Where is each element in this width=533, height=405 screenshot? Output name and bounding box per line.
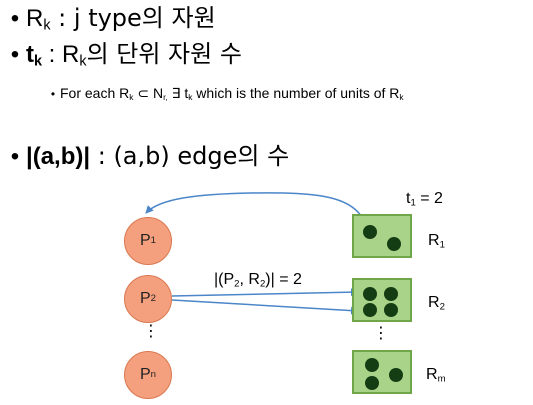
sub-bullet-definition: •For each Rk ⊂ Nr, ∃ tk which is the num… <box>46 84 404 103</box>
r-sub: k <box>129 92 134 103</box>
r-sub: k <box>79 53 87 70</box>
resource-unit <box>389 368 403 382</box>
resource-ellipsis: ⋮ <box>373 325 389 342</box>
resource-label-rm: Rm <box>426 366 446 384</box>
t-base: t <box>406 190 411 207</box>
process-base: P <box>139 232 151 249</box>
bullet-resource-type: •Rk : j type의 자원 <box>4 4 216 33</box>
sub-text-pre: For each R <box>60 85 130 101</box>
resource-sub: 1 <box>439 239 445 251</box>
process-base: P <box>139 290 151 307</box>
resource-unit <box>363 225 377 239</box>
resource-label-r2: R2 <box>428 294 445 312</box>
resource-unit <box>365 358 379 372</box>
resource-unit <box>384 287 398 301</box>
edge-label-pre: |(P <box>214 271 235 288</box>
bullet-mark: • <box>10 5 20 32</box>
bullet-unit-count: •tk : Rk의 단위 자원 수 <box>4 40 242 69</box>
bullet-text: : (a,b) edge의 수 <box>90 142 290 170</box>
exists-t: ∃ t <box>167 85 189 101</box>
resource-sub: m <box>437 373 446 385</box>
edge-label-rest: )| = 2 <box>265 271 302 288</box>
process-base: P <box>139 366 151 383</box>
resource-base: R <box>428 232 440 249</box>
edge-label-sub1: 2 <box>234 278 240 290</box>
resource-unit <box>387 237 401 251</box>
resource-unit <box>384 303 398 317</box>
resource-unit <box>363 287 377 301</box>
resource-label-r1: R1 <box>428 232 445 250</box>
edge-count-label: |(P2, R2)| = 2 <box>214 271 302 289</box>
r-symbol: R <box>26 5 44 32</box>
t-symbol: t <box>26 41 34 68</box>
t-value: = 2 <box>415 190 443 207</box>
bullet-mark: • <box>10 143 20 170</box>
resource-node-rm <box>352 350 412 394</box>
process-ellipsis: ⋮ <box>143 323 159 340</box>
subset-n: ⊂ N <box>133 85 164 101</box>
bullet-mark: • <box>10 41 20 68</box>
resource-node-r2 <box>352 278 412 322</box>
edge-abs: |(a,b)| <box>26 143 91 170</box>
resource-base: R <box>428 294 440 311</box>
sub-text-rest: which is the number of units of R <box>192 85 400 101</box>
request-edge-p2-r2-b <box>171 299 359 315</box>
resource-unit <box>365 376 379 390</box>
assignment-edge-r1-p1 <box>145 192 369 233</box>
colon-r: : R <box>42 41 80 68</box>
t1-label: t1 = 2 <box>406 190 443 208</box>
edge-label-sub2: 2 <box>259 278 266 290</box>
n-sub: r, <box>163 92 168 103</box>
t-sub: k <box>188 92 193 103</box>
bullet-text: : j type의 자원 <box>50 4 216 32</box>
resource-base: R <box>426 366 438 383</box>
request-edge-p2-r2-a <box>171 288 359 297</box>
r-sub: k <box>399 92 404 103</box>
t-sub: 1 <box>410 197 416 209</box>
resource-node-r1 <box>352 214 412 258</box>
bullet-text: 의 단위 자원 수 <box>86 40 242 68</box>
bullet-mark: • <box>50 87 56 101</box>
t-sub: k <box>34 53 43 70</box>
r-sub: k <box>43 17 51 34</box>
resource-sub: 2 <box>439 301 445 313</box>
edge-label-mid: , R <box>239 271 260 288</box>
bullet-edge-count: •|(a,b)| : (a,b) edge의 수 <box>4 142 289 171</box>
resource-unit <box>363 303 377 317</box>
